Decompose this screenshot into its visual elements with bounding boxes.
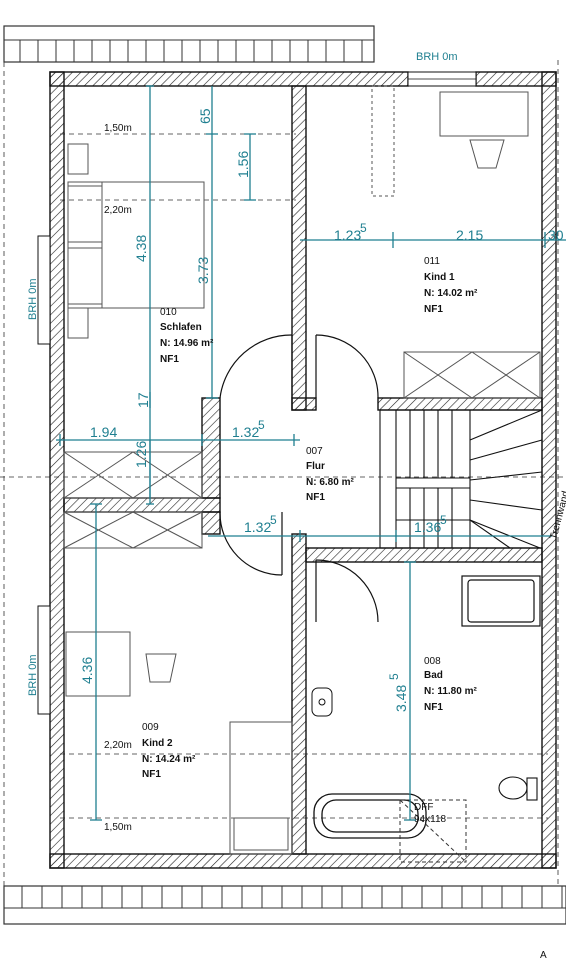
height-label: 1,50m [104,822,132,833]
toilet [498,776,538,801]
window-label: DFF [414,802,433,813]
dimension-text: 3.73 [195,257,211,284]
room-name: Flur [306,461,325,472]
height-label: 1,50m [104,123,132,134]
room-area: N: 14.02 m² [424,288,478,299]
bathtub [313,793,427,839]
room-category: NF1 [160,354,179,365]
walls [49,71,557,869]
height-label: 2,20m [104,205,132,216]
north-arrow-icon: A [540,950,547,960]
desk-kind2 [65,631,177,697]
double-bed [67,143,205,339]
room-label-flur: 007 Flur N: 6.80 m² NF1 [306,446,354,503]
dashed-reference-lines [0,60,566,886]
room-category: NF1 [424,702,443,713]
room-name: Kind 1 [424,272,455,283]
desk-kind1 [371,85,529,197]
window-top [407,71,477,87]
brh-label-left-upper: BRH 0m [27,278,39,320]
dimension-text: 1.32 [244,519,271,535]
room-area: N: 14.96 m² [160,338,214,349]
room-number: 009 [142,722,159,733]
roof-window-frame [399,799,467,863]
dimension-text: 1.23 [334,227,361,243]
height-label: 2,20m [104,740,132,751]
staircase [379,409,543,549]
brh-label-top: BRH 0m [416,51,458,63]
room-label-schlafen: 010 Schlafen N: 14.96 m² NF1 [160,307,214,365]
dimension-sup: 5 [258,418,265,432]
window-left-upper [37,235,51,345]
dimension-lines [56,85,566,821]
dimension-sup: 5 [270,513,277,527]
room-number: 007 [306,446,323,457]
dimension-text: 1.56 [235,151,251,178]
dimension-text: 17 [135,392,151,408]
dimension-text: 4.36 [79,657,95,684]
room-name: Schlafen [160,322,202,333]
wardrobe-schlafen [63,451,203,499]
room-label-kind1: 011 Kind 1 N: 14.02 m² NF1 [424,256,478,315]
room-area: N: 6.80 m² [306,477,354,488]
roof-eave-bottom [3,885,566,925]
dimension-text: 2.15 [456,227,483,243]
dimension-sup: 5 [360,221,367,235]
roof-eave-top [3,25,375,63]
room-category: NF1 [306,492,325,503]
room-area: N: 11.80 m² [424,686,477,697]
dimension-text: 1.32 [232,424,259,440]
room-number: 010 [160,307,177,318]
dimension-text: 3.48 [393,685,409,712]
room-category: NF1 [142,769,161,780]
room-label-bad: 008 Bad N: 11.80 m² NF1 [424,656,477,713]
dimension-text: 30 [548,227,564,243]
room-area: N: 14.24 m² [142,754,196,765]
room-number: 008 [424,656,441,667]
doors [219,334,379,623]
window-left-lower [37,605,51,715]
dimension-sup: 5 [440,513,447,527]
wardrobe-kind1 [403,351,541,399]
room-name: Bad [424,670,443,681]
room-label-kind2: 009 Kind 2 N: 14.24 m² NF1 [142,722,196,780]
room-category: NF1 [424,304,443,315]
room-number: 011 [424,256,440,267]
dimension-text: 1.36 [414,519,441,535]
dimension-text: 1.94 [90,424,117,440]
dimension-sup: 5 [387,673,401,680]
brh-label-left-lower: BRH 0m [27,654,39,696]
dimension-text: 4.38 [133,235,149,262]
dimension-text: 65 [197,108,213,124]
window-label: 94x118 [414,814,447,825]
washbasin [311,687,333,717]
dimension-text: 1.26 [133,441,149,468]
single-bed-kind2 [229,721,293,855]
wardrobe-kind2 [63,511,203,549]
room-name: Kind 2 [142,738,173,749]
shower-tray [461,575,541,627]
